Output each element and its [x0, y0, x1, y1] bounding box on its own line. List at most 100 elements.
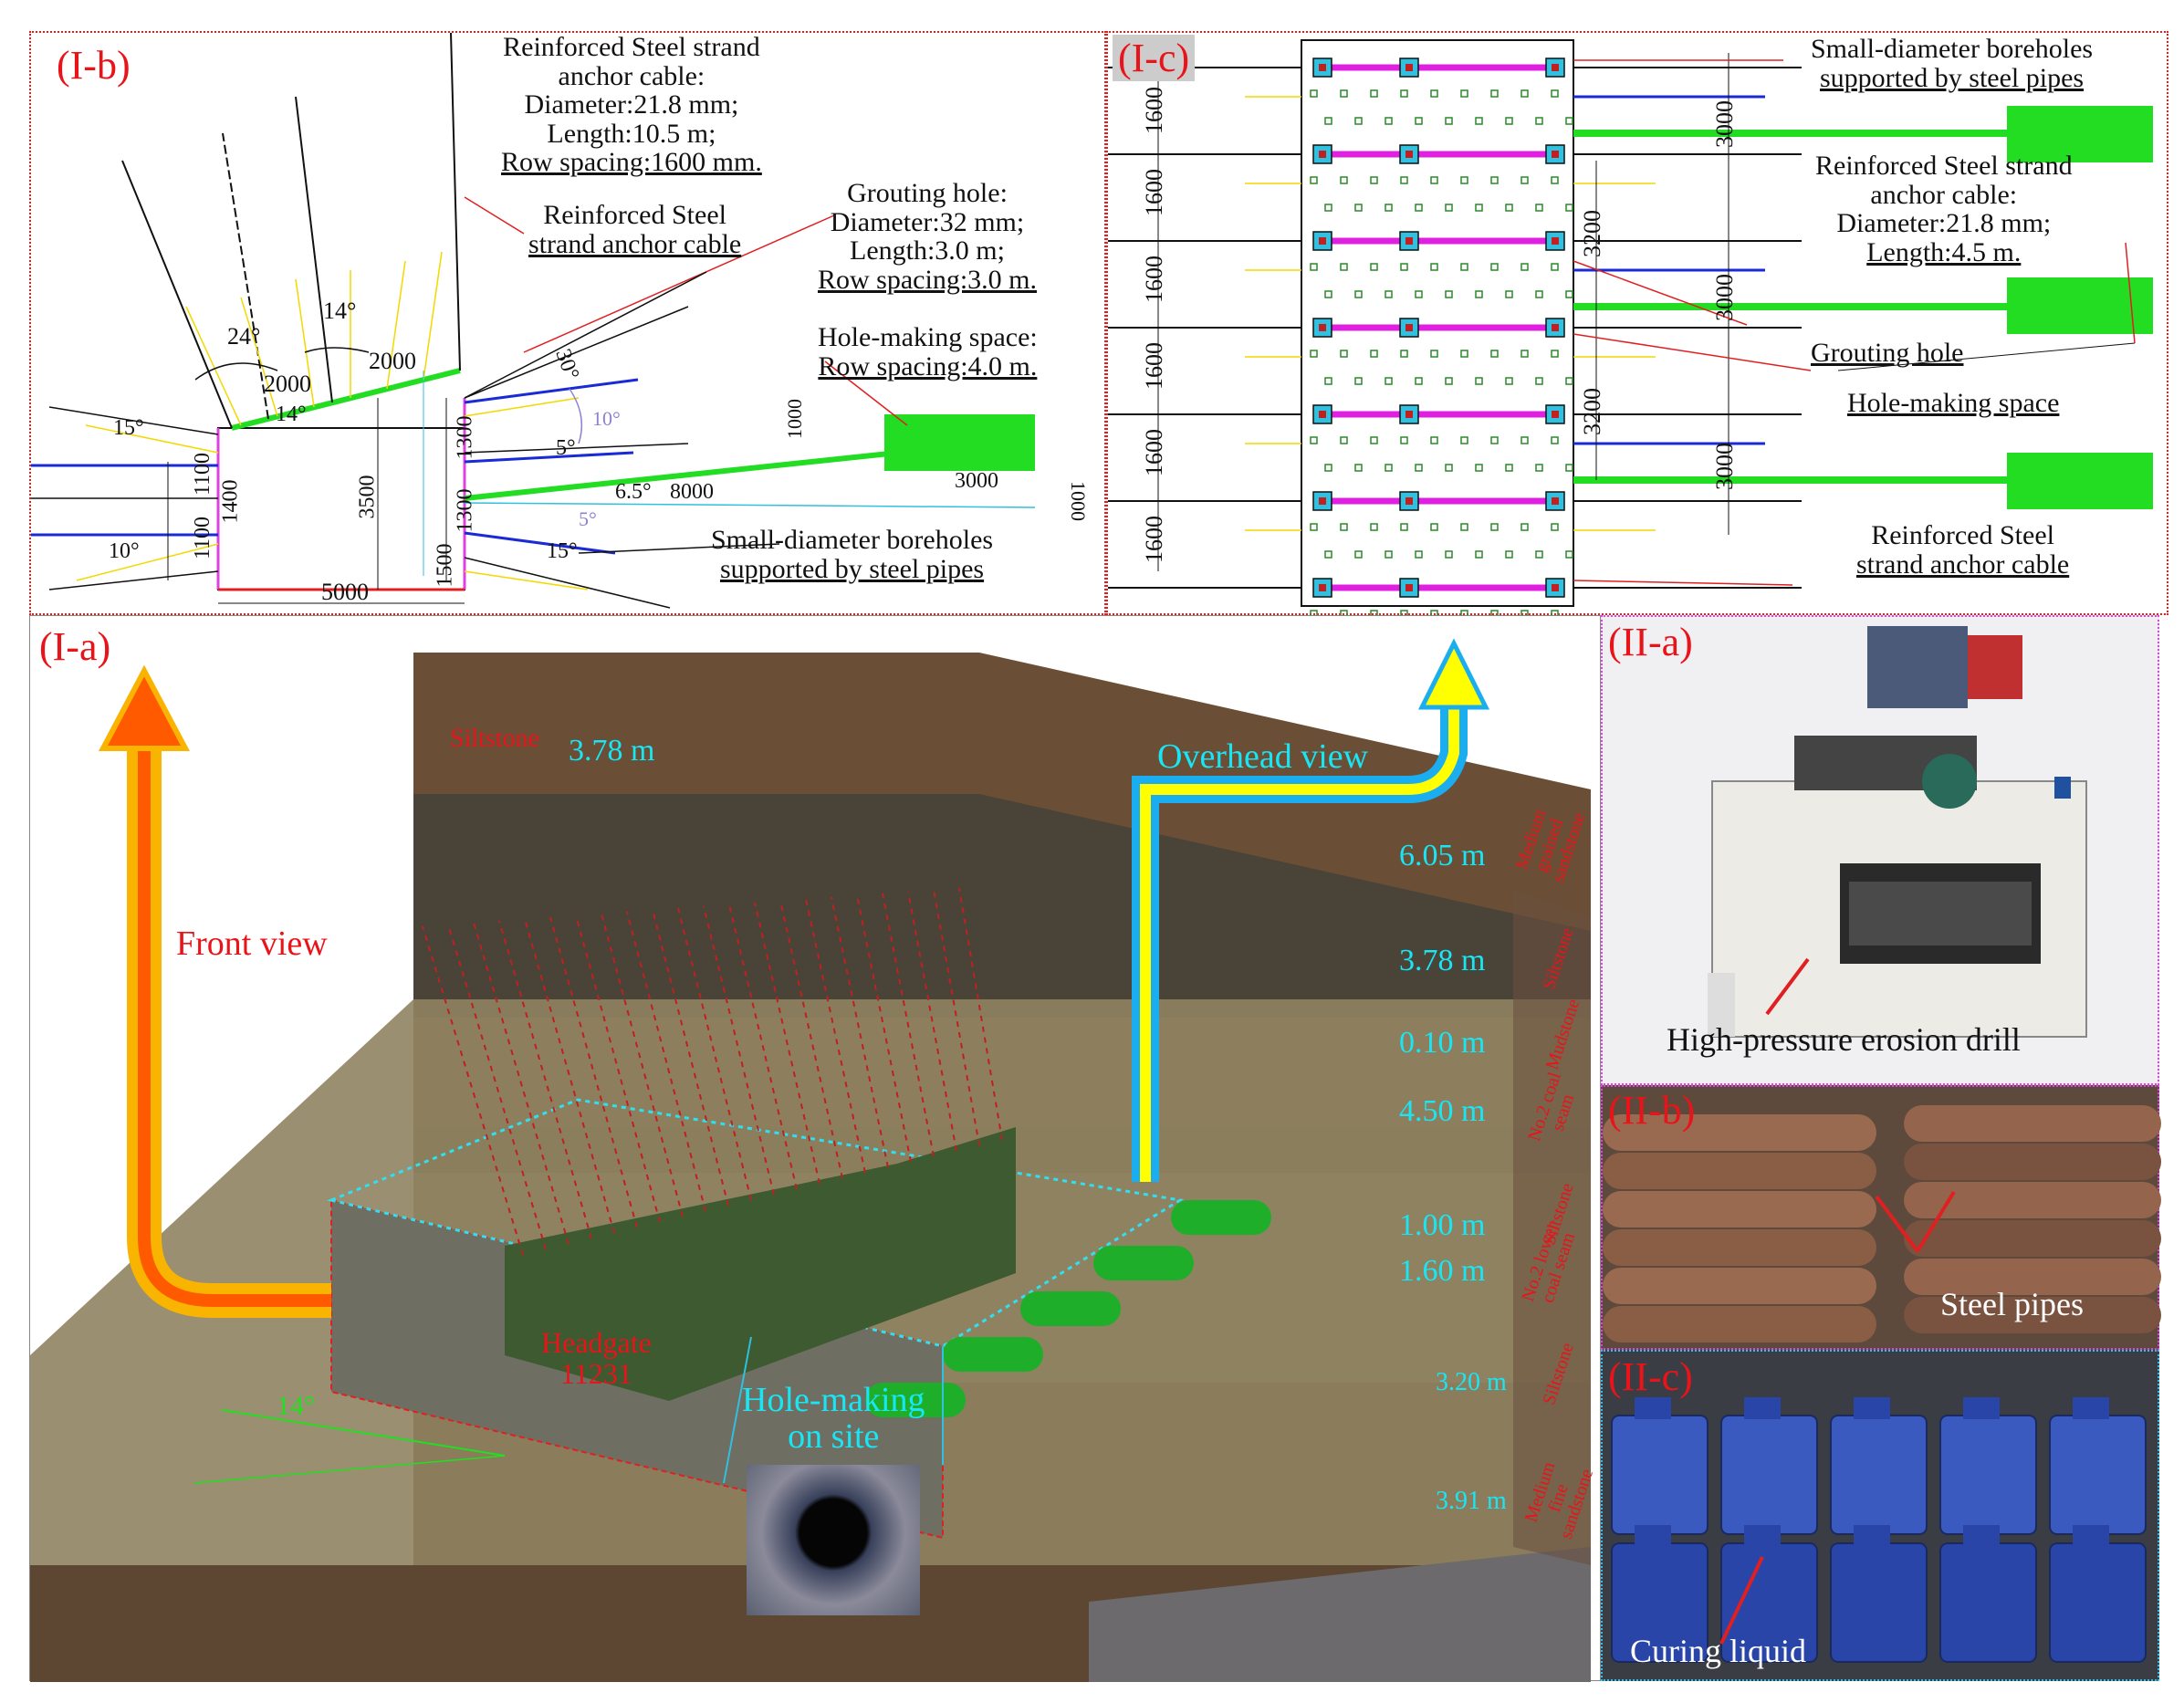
ic-bolt-marker [1520, 523, 1529, 531]
ic-anchor-cable-label-2: Reinforced Steel strand anchor cable [1856, 520, 2070, 580]
ib-dim: 1300 [453, 415, 477, 460]
ic-bolt-marker [1354, 204, 1363, 212]
iic-container-handle [1635, 1397, 1671, 1419]
ic-bolt-marker [1400, 610, 1408, 617]
stratum-thickness: 6.05 m [1399, 839, 1486, 872]
ib-dim: 1000 [1067, 481, 1090, 521]
panel-iib-tag: (II-b) [1608, 1088, 1696, 1133]
ic-bolt-marker [1385, 117, 1393, 125]
ic-bolt-marker [1400, 523, 1408, 531]
ic-bolt-marker [1460, 610, 1468, 617]
ic-bolt-marker [1340, 523, 1348, 531]
panel-ib: (I-b) Reinforced Steel strand anchor cab… [29, 31, 1106, 615]
panel-ia-tag: (I-a) [39, 624, 111, 669]
ic-hole-space [2007, 277, 2153, 334]
ic-bolt-marker [1520, 610, 1529, 617]
ia-anchor-cable [447, 924, 547, 1250]
ic-bolt-marker [1535, 377, 1543, 385]
iib-pipe [1603, 1268, 1876, 1304]
ic-anchor-head [1319, 411, 1326, 418]
ib-dim: 10° [592, 407, 621, 430]
ic-dim-right: 3000 [1711, 100, 1738, 148]
ic-bolt-marker [1415, 204, 1423, 212]
stratum-thickness: 1.60 m [1399, 1254, 1486, 1288]
ic-bolt-marker [1535, 117, 1543, 125]
ic-grouting-hole-label: Grouting hole [1811, 338, 1964, 368]
iic-container-handle [2073, 1397, 2109, 1419]
panel-iic-tag: (II-c) [1608, 1354, 1693, 1399]
iia-label: High-pressure erosion drill [1667, 1021, 2021, 1058]
ic-bolt-marker [1535, 204, 1543, 212]
ia-anchor-cable [626, 911, 706, 1212]
iic-container [2049, 1415, 2147, 1535]
ic-bolt-marker [1551, 350, 1559, 358]
ic-anchor-head [1552, 497, 1559, 505]
ib-dim: 3000 [955, 469, 998, 493]
ic-bolt-marker [1324, 117, 1332, 125]
ib-dim: 14° [323, 298, 357, 324]
ia-overhead-view-label: Overhead view [1157, 737, 1369, 776]
ic-dim-left: 1600 [1141, 87, 1167, 134]
ic-bolt-marker [1340, 176, 1348, 184]
panel-ib-tag: (I-b) [57, 43, 131, 88]
ic-anchor-head [1319, 151, 1326, 158]
ic-hole-space [2007, 453, 2153, 509]
ic-anchor-cable-label: Reinforced Steel strand anchor cable: Di… [1815, 151, 2073, 267]
ib-dim: 1400 [218, 479, 243, 524]
ia-headgate-label: Headgate 11231 [541, 1326, 652, 1390]
stratum-thickness: 3.20 m [1436, 1368, 1507, 1396]
ic-bolt-marker [1324, 290, 1332, 298]
ic-bolt-marker [1445, 550, 1453, 559]
iic-container-handle [2073, 1525, 2109, 1547]
ib-boreholes-label: Small-diameter boreholes supported by st… [711, 525, 994, 584]
ic-bolt-marker [1551, 176, 1559, 184]
panel-iia-tag: (II-a) [1608, 620, 1693, 664]
iib-pipe [1603, 1191, 1876, 1228]
ic-bolt-marker [1370, 610, 1378, 617]
ia-anchor-cable [856, 894, 912, 1163]
ic-bolt-marker [1385, 550, 1393, 559]
ic-bolt-marker [1310, 436, 1318, 444]
ic-bolt-marker [1430, 176, 1438, 184]
ic-anchor-head [1405, 411, 1413, 418]
panel-iic: (II-c) Curing liquid [1601, 1350, 2159, 1681]
ib-grouting-hole-label: Grouting hole: Diameter:32 mm; Length:3.… [818, 178, 1037, 295]
ic-bolt-marker [1340, 436, 1348, 444]
ic-bolt-marker [1400, 436, 1408, 444]
ic-bolt-marker [1340, 350, 1348, 358]
iic-containers-photo [1611, 1397, 2147, 1663]
ic-bolt-marker [1490, 89, 1499, 98]
ic-bolt-marker [1490, 350, 1499, 358]
ia-anchor-cable [498, 920, 592, 1239]
ic-bolt-marker [1310, 89, 1318, 98]
ic-bolt-marker [1415, 290, 1423, 298]
ic-bolt-marker [1415, 117, 1423, 125]
iib-pipe [1904, 1105, 2161, 1142]
ib-dim: 5° [556, 436, 576, 460]
ic-bolt-marker [1551, 523, 1559, 531]
iia-drill-photo [1708, 626, 2087, 1038]
ic-anchor-head [1552, 584, 1559, 591]
ic-bolt-marker [1475, 377, 1483, 385]
ic-bolt-marker [1551, 436, 1559, 444]
ic-anchor-head [1552, 64, 1559, 71]
ic-bolt-marker [1475, 290, 1483, 298]
ic-bolt-marker [1565, 464, 1573, 472]
ic-bolt-marker [1354, 550, 1363, 559]
ic-bolt-marker [1340, 89, 1348, 98]
ib-dim: 1000 [783, 399, 806, 439]
ic-bolt-marker [1370, 523, 1378, 531]
ic-bolt-marker [1430, 350, 1438, 358]
ic-bolt-marker [1310, 263, 1318, 271]
ia-anchor-cable [779, 900, 843, 1179]
ic-bolt-marker [1354, 464, 1363, 472]
ic-hole-space-label: Hole-making space [1847, 388, 2060, 418]
ic-bolt-marker [1430, 523, 1438, 531]
ic-bolt-marker [1505, 464, 1513, 472]
ic-bolt-marker [1490, 523, 1499, 531]
ic-bolt-marker [1460, 89, 1468, 98]
ia-anchor-cable [473, 922, 570, 1245]
ic-bolt-marker [1354, 117, 1363, 125]
ic-dim-left: 1600 [1141, 256, 1167, 303]
ic-bolt-marker [1535, 290, 1543, 298]
